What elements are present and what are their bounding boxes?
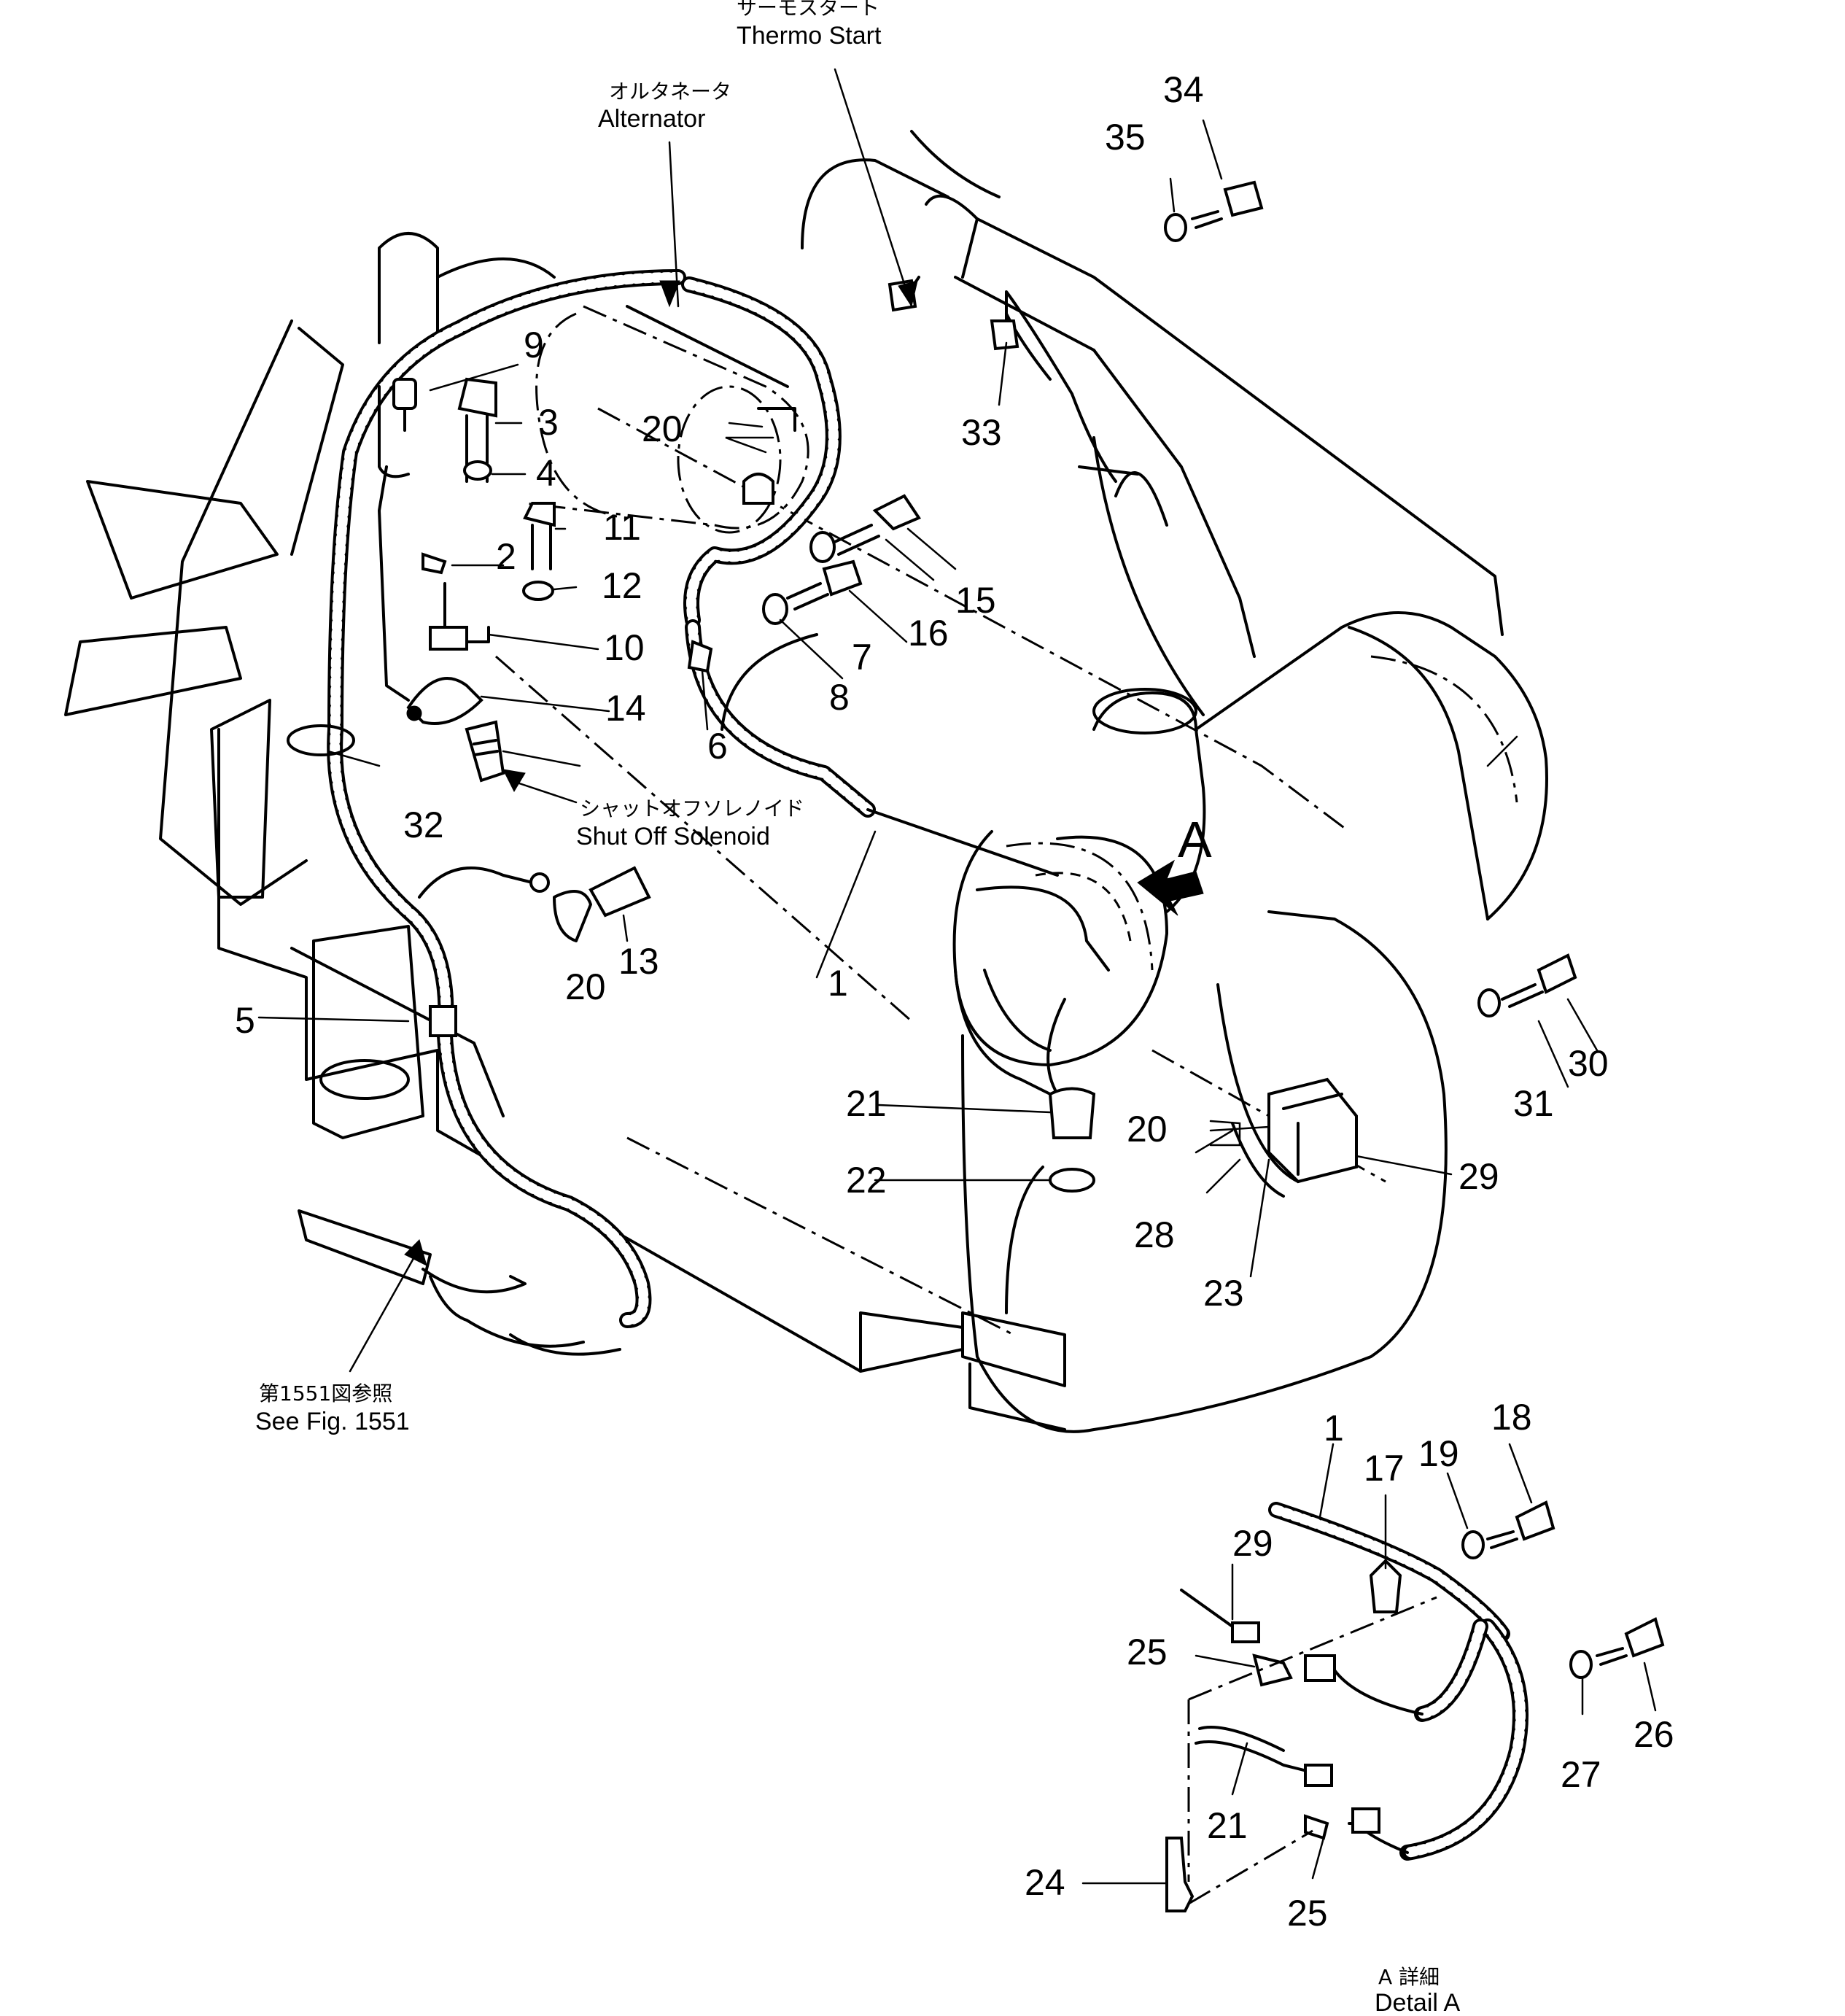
callout-35: 35 bbox=[1105, 117, 1146, 158]
detail-part-25-bracket-b bbox=[1304, 1814, 1329, 1840]
annotations: サーモスタート Thermo Start オルタネータ Alternator シ… bbox=[235, 0, 1674, 2016]
callout-7: 7 bbox=[852, 637, 872, 678]
callout-29: 29 bbox=[1458, 1156, 1499, 1197]
part-9-sensor bbox=[392, 378, 417, 410]
callout-22: 22 bbox=[846, 1160, 887, 1201]
detail-a bbox=[1081, 1443, 1665, 1912]
detail-part-24-bracket bbox=[1165, 1837, 1195, 1912]
part-21-sensor bbox=[1048, 1087, 1096, 1139]
detail-part-29-plug bbox=[1231, 1621, 1260, 1643]
callout-20-alternator: 20 bbox=[642, 408, 683, 449]
callout-8: 8 bbox=[829, 677, 850, 718]
view-a-arrow bbox=[1137, 859, 1204, 916]
callout-11: 11 bbox=[603, 507, 641, 548]
callout-34: 34 bbox=[1163, 69, 1204, 110]
callout-6: 6 bbox=[707, 726, 728, 767]
see-fig-label: See Fig. 1551 bbox=[255, 1408, 410, 1435]
callout-13: 13 bbox=[618, 941, 659, 982]
detail-part-26-bolt bbox=[1624, 1617, 1665, 1658]
alternator bbox=[524, 305, 809, 534]
detail-callout-21: 21 bbox=[1207, 1805, 1248, 1846]
part-2-terminal bbox=[422, 552, 447, 575]
callout-10: 10 bbox=[604, 627, 645, 668]
parts-main bbox=[287, 180, 1577, 1193]
part-32-clamp bbox=[287, 724, 355, 756]
detail-callout-24: 24 bbox=[1025, 1862, 1065, 1903]
callout-3: 3 bbox=[538, 402, 559, 443]
detail-callout-25-top: 25 bbox=[1127, 1632, 1168, 1672]
part-16-washer bbox=[809, 531, 836, 563]
callout-30: 30 bbox=[1568, 1043, 1609, 1084]
part-11-bolt bbox=[523, 502, 556, 527]
callout-14: 14 bbox=[605, 688, 646, 729]
detail-a-label: Detail A bbox=[1375, 1989, 1460, 2016]
detail-callout-26: 26 bbox=[1634, 1714, 1674, 1755]
part-35-washer bbox=[1164, 213, 1187, 242]
detail-callout-29: 29 bbox=[1232, 1523, 1273, 1564]
detail-callout-17: 17 bbox=[1364, 1448, 1405, 1489]
callout-15: 15 bbox=[955, 580, 996, 621]
part-22-o-ring bbox=[1049, 1168, 1095, 1193]
alternator-label-jp: オルタネータ bbox=[609, 80, 731, 104]
part-34-bolt bbox=[1223, 180, 1264, 217]
detail-callout-19: 19 bbox=[1418, 1433, 1459, 1474]
callout-32: 32 bbox=[403, 805, 444, 845]
part-6-clip bbox=[687, 640, 713, 673]
shut-off-solenoid bbox=[465, 720, 505, 783]
detail-callout-27: 27 bbox=[1561, 1754, 1601, 1795]
detail-part-25-bracket-a bbox=[1252, 1653, 1293, 1687]
callout-1: 1 bbox=[828, 963, 848, 1004]
part-5-clip bbox=[429, 1005, 457, 1037]
part-8-washer bbox=[762, 593, 788, 625]
callout-28: 28 bbox=[1134, 1214, 1175, 1255]
leader-lines bbox=[257, 68, 1599, 1373]
callout-4: 4 bbox=[536, 453, 556, 494]
callout-20-switch: 20 bbox=[565, 966, 606, 1007]
detail-callout-25-bottom: 25 bbox=[1287, 1893, 1328, 1934]
callout-2: 2 bbox=[496, 536, 516, 577]
callout-20-relay: 20 bbox=[1127, 1109, 1168, 1149]
callout-12: 12 bbox=[602, 565, 642, 606]
part-10-bracket bbox=[429, 626, 468, 651]
cooling-fan bbox=[64, 319, 344, 906]
callout-9: 9 bbox=[524, 325, 544, 365]
callout-21: 21 bbox=[846, 1083, 887, 1124]
engine-outline bbox=[64, 158, 1548, 1433]
part-33-clamp bbox=[990, 319, 1019, 351]
alternator-label: Alternator bbox=[598, 105, 705, 133]
thermo-start-label-jp: サーモスタート bbox=[737, 0, 879, 20]
detail-callout-1: 1 bbox=[1324, 1408, 1344, 1449]
detail-part-19-washer bbox=[1461, 1530, 1485, 1559]
shut-off-solenoid-label: Shut Off Solenoid bbox=[576, 823, 770, 850]
part-7-bolt bbox=[822, 559, 863, 597]
shut-off-solenoid-label-jp: シャットオフソレノイド bbox=[580, 796, 804, 821]
callout-33: 33 bbox=[961, 412, 1002, 453]
callout-31: 31 bbox=[1513, 1083, 1554, 1124]
detail-part-18-bolt bbox=[1515, 1500, 1555, 1541]
wire-harnesses bbox=[298, 130, 1300, 1356]
part-14-boot bbox=[406, 677, 483, 725]
see-fig-label-jp: 第1551図参照 bbox=[259, 1381, 392, 1406]
detail-part-27-washer bbox=[1569, 1650, 1593, 1679]
part-29-relay bbox=[1267, 1077, 1358, 1184]
part-30-bolt bbox=[1537, 953, 1577, 994]
part-3-bolt bbox=[457, 377, 497, 418]
callout-23: 23 bbox=[1203, 1273, 1244, 1314]
part-12-washer bbox=[522, 581, 554, 601]
part-13-switch bbox=[589, 866, 651, 918]
detail-callout-18: 18 bbox=[1491, 1397, 1532, 1438]
detail-connector-b bbox=[1351, 1807, 1380, 1834]
thermo-start-label: Thermo Start bbox=[737, 22, 882, 50]
detail-connector bbox=[1304, 1654, 1336, 1682]
part-4-washer bbox=[463, 460, 492, 481]
detail-part-21-plug bbox=[1304, 1764, 1333, 1787]
part-31-washer bbox=[1477, 988, 1501, 1017]
view-a-marker: A bbox=[1178, 811, 1212, 868]
detail-part-17-clip bbox=[1369, 1559, 1402, 1613]
callout-5: 5 bbox=[235, 1000, 255, 1041]
callout-16: 16 bbox=[908, 613, 949, 654]
detail-a-label-jp: A 詳細 bbox=[1378, 1965, 1440, 1989]
part-15-bolt bbox=[872, 494, 921, 531]
